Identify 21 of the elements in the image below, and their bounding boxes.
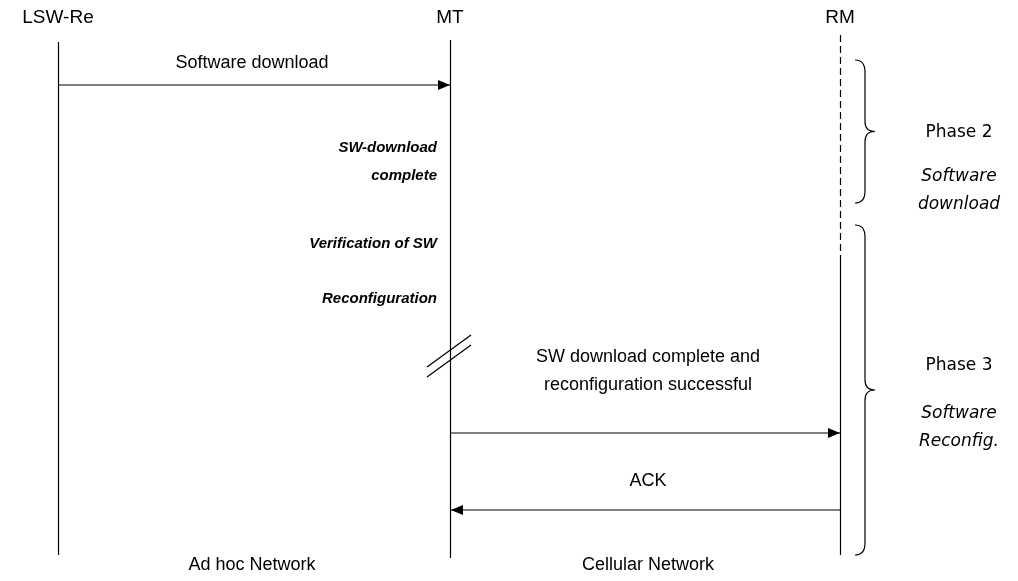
phase-label: Phase 2 bbox=[924, 120, 994, 143]
network-label: Ad hoc Network bbox=[187, 553, 317, 576]
edge-label: Software download bbox=[174, 51, 330, 74]
lifeline bbox=[840, 35, 841, 555]
edge-label: SW download complete and reconfiguration successful bbox=[534, 345, 762, 396]
lifeline-label: LSW-Re bbox=[22, 6, 94, 28]
step-note: Verification of SW bbox=[308, 233, 437, 253]
edge-label: ACK bbox=[628, 469, 668, 492]
message-arrow bbox=[58, 80, 451, 90]
lifeline bbox=[58, 42, 59, 555]
message-arrow bbox=[450, 505, 841, 515]
step-note: Reconfiguration bbox=[321, 288, 437, 308]
lifeline-label: MT bbox=[436, 6, 464, 28]
network-label: Cellular Network bbox=[580, 553, 715, 576]
message-arrow bbox=[450, 428, 841, 438]
step-note: SW-download complete bbox=[337, 137, 437, 185]
phase-description: Software Reconfig. bbox=[918, 401, 1000, 452]
phase-description: Software download bbox=[916, 164, 1002, 215]
phase-label: Phase 3 bbox=[924, 353, 994, 376]
lifeline bbox=[450, 40, 451, 558]
lifeline-label: RM bbox=[825, 6, 855, 28]
